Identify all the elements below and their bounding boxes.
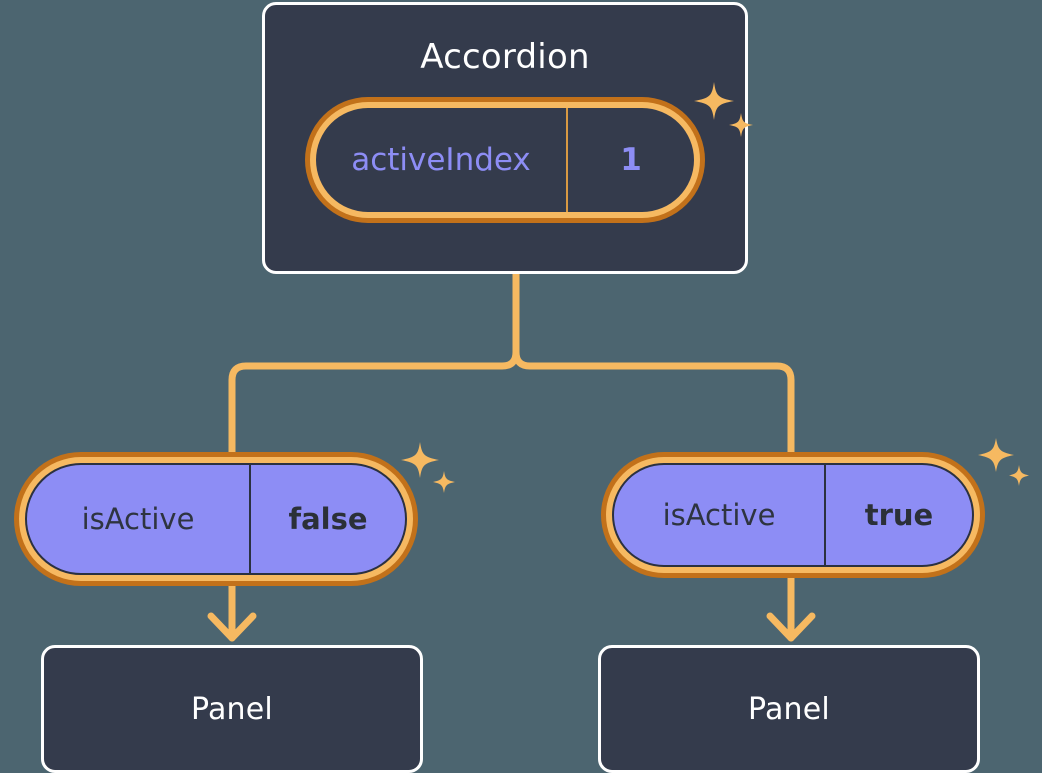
pill-body: activeIndex 1 bbox=[316, 108, 694, 212]
accordion-title: Accordion bbox=[420, 37, 590, 77]
state-pill-is-active-false[interactable]: isActive false bbox=[14, 452, 418, 586]
state-pill-active-index[interactable]: activeIndex 1 bbox=[305, 97, 705, 223]
sparkle-four-point-icon bbox=[978, 438, 1029, 486]
panel-left-title: Panel bbox=[191, 691, 273, 727]
state-key-label: isActive bbox=[614, 465, 826, 565]
state-pill-is-active-true[interactable]: isActive true bbox=[601, 452, 985, 578]
state-key-label: activeIndex bbox=[316, 108, 568, 212]
connector-trunk-split bbox=[228, 270, 520, 459]
arrow-left-head bbox=[207, 612, 257, 642]
state-value-label: 1 bbox=[620, 142, 642, 178]
connector-trunk-split-right bbox=[512, 270, 795, 459]
state-value-label: false bbox=[288, 502, 368, 536]
pill-body: isActive true bbox=[612, 463, 974, 567]
pill-ring-inner: isActive false bbox=[19, 457, 413, 581]
state-value-label: true bbox=[864, 498, 934, 532]
panel-left-card[interactable]: Panel bbox=[41, 645, 423, 773]
state-key-label: isActive bbox=[27, 465, 251, 573]
panel-right-card[interactable]: Panel bbox=[598, 645, 980, 773]
pill-body: isActive false bbox=[25, 463, 407, 575]
pill-ring-inner: activeIndex 1 bbox=[310, 102, 700, 218]
panel-right-title: Panel bbox=[748, 691, 830, 727]
arrow-right-head bbox=[766, 612, 816, 642]
pill-ring-inner: isActive true bbox=[606, 457, 980, 573]
